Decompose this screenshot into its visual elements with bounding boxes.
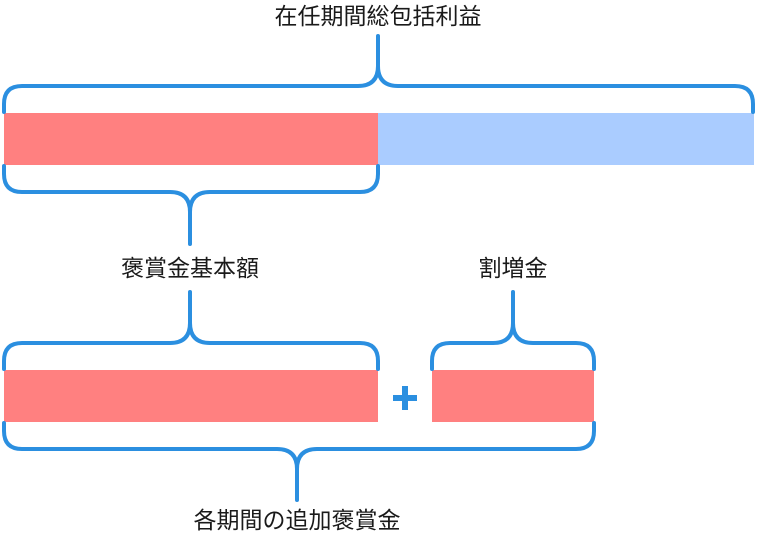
plus-icon (393, 386, 417, 410)
bar-remaining-portion (378, 113, 754, 165)
brace-over-base-bonus (2, 290, 380, 371)
bar-base-portion (4, 113, 378, 165)
brace-under-base (2, 164, 380, 246)
label-premium: 割増金 (478, 256, 548, 282)
label-total-comprehensive-income: 在任期間総包括利益 (274, 4, 482, 30)
bar-premium (432, 370, 594, 422)
brace-over-premium (430, 290, 596, 371)
brace-top (2, 34, 755, 114)
label-base-bonus: 褒賞金基本額 (121, 256, 259, 282)
label-additional-bonus-per-period: 各期間の追加褒賞金 (193, 508, 401, 534)
bar-base-bonus (4, 370, 378, 422)
brace-bottom (2, 421, 596, 502)
